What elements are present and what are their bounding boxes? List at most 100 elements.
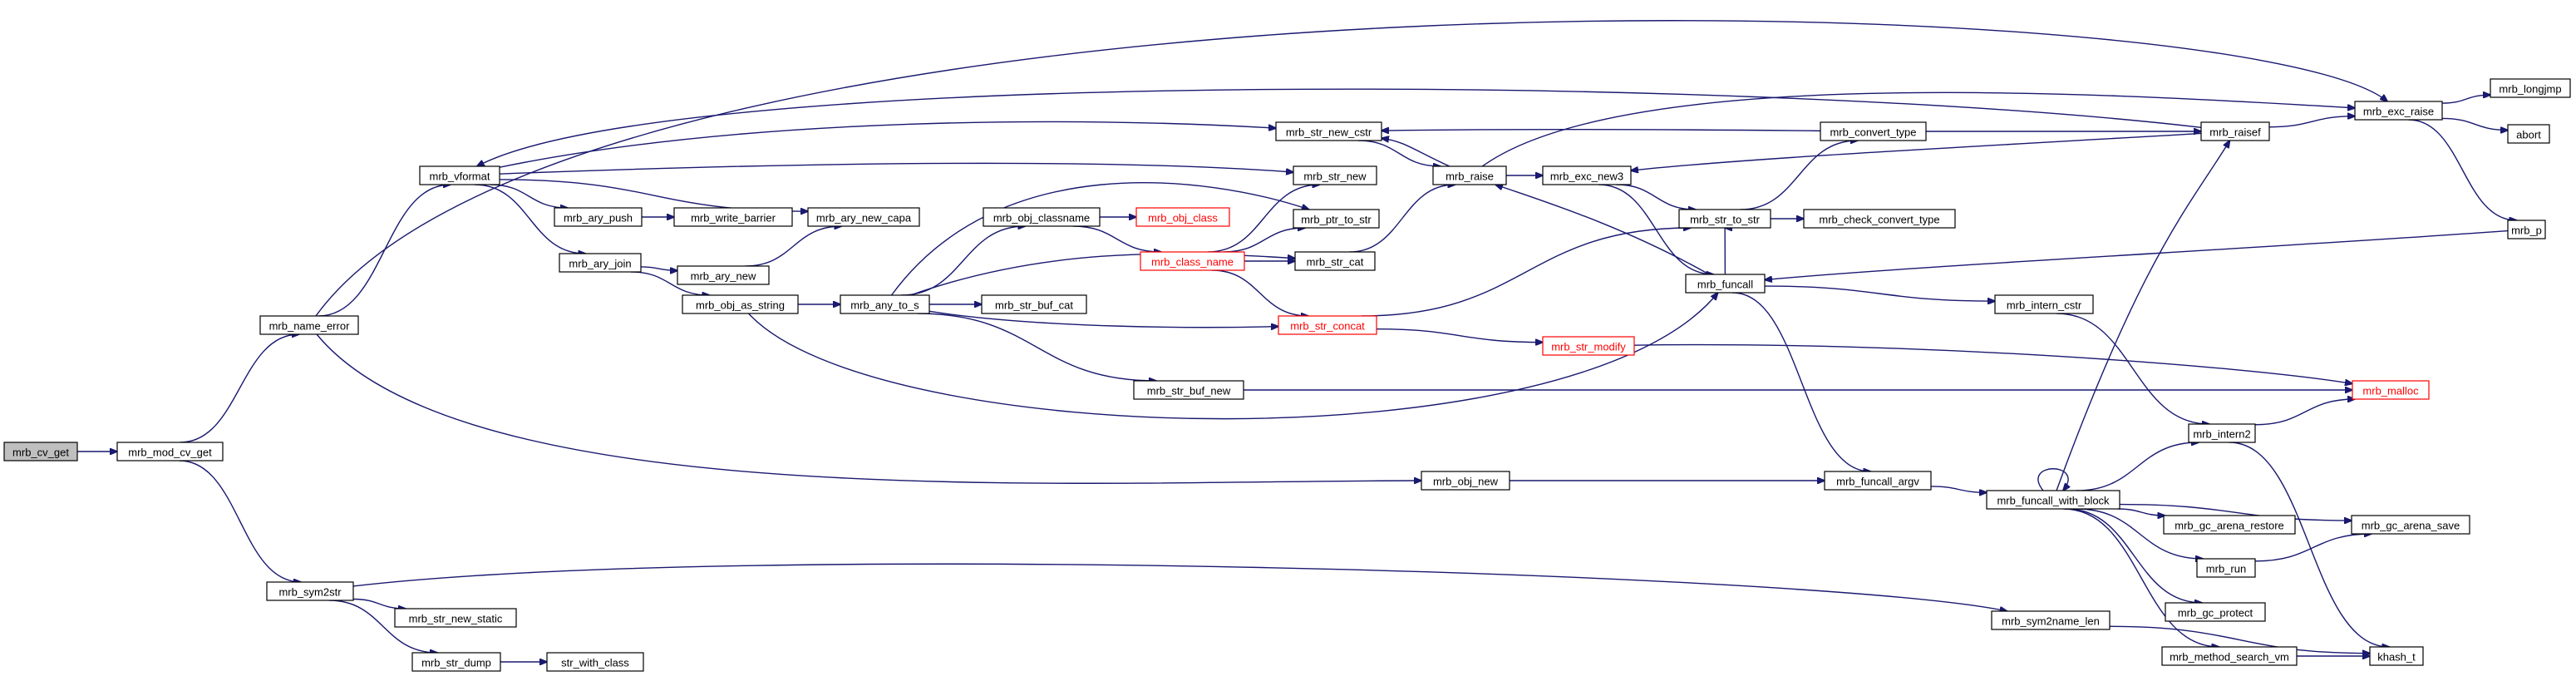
node-box [419,165,500,185]
edge-mrb_any_to_s-to-mrb_ptr_to_str [890,182,1309,296]
node-khash_t[interactable]: khash_t [2369,646,2424,666]
node-mrb_ary_push[interactable]: mrb_ary_push [554,207,643,227]
node-box [1820,121,1927,141]
node-label: mrb_ptr_to_str [1301,214,1372,226]
edge-mrb_funcall_argv-to-mrb_funcall_with_block [1930,486,1987,492]
node-mrb_convert_type[interactable]: mrb_convert_type [1820,121,1927,141]
node-mrb_ary_new[interactable]: mrb_ary_new [677,265,770,285]
node-mrb_obj_as_string[interactable]: mrb_obj_as_string [682,294,799,314]
node-label: mrb_intern2 [2193,428,2250,441]
node-label: mrb_str_to_str [1690,214,1760,226]
node-mrb_mod_cv_get[interactable]: mrb_mod_cv_get [116,442,224,461]
edge-mrb_funcall_with_block-to-mrb_run [2076,508,2203,559]
node-mrb_intern2[interactable]: mrb_intern2 [2188,423,2256,443]
node-label: mrb_exc_raise [2363,106,2434,118]
node-label: mrb_mod_cv_get [128,447,212,459]
node-box [2200,121,2270,141]
edge-mrb_raisef-to-mrb_exc_new3 [1631,132,2202,170]
node-mrb_funcall_argv[interactable]: mrb_funcall_argv [1824,471,1932,491]
node-mrb_raisef[interactable]: mrb_raisef [2200,121,2270,141]
node-box [2188,423,2256,443]
node-box [2351,515,2470,535]
node-mrb_funcall_with_block[interactable]: mrb_funcall_with_block [1986,490,2120,510]
node-mrb_str_new[interactable]: mrb_str_new [1293,165,1377,185]
node-label: mrb_p [2511,225,2542,237]
node-mrb_str_dump[interactable]: mrb_str_dump [411,652,501,672]
node-box [546,652,644,672]
node-mrb_write_barrier[interactable]: mrb_write_barrier [673,207,793,227]
edge-mrb_intern2-to-khash_t [2229,442,2390,647]
node-box [2352,380,2430,400]
node-mrb_sym2str[interactable]: mrb_sym2str [266,581,354,601]
node-mrb_sym2name_len[interactable]: mrb_sym2name_len [1991,610,2111,630]
node-box [3,442,78,461]
node-mrb_gc_arena_restore[interactable]: mrb_gc_arena_restore [2163,515,2296,535]
edge-mrb_class_name-to-mrb_str_concat [1211,269,1308,316]
node-mrb_run[interactable]: mrb_run [2196,558,2256,578]
node-mrb_ary_new_capa[interactable]: mrb_ary_new_capa [807,207,920,227]
node-mrb_name_error[interactable]: mrb_name_error [259,315,359,335]
node-mrb_ary_join[interactable]: mrb_ary_join [559,253,642,273]
node-label: mrb_gc_arena_save [2362,520,2460,532]
node-mrb_funcall[interactable]: mrb_funcall [1685,274,1766,294]
node-box [2507,124,2550,144]
node-mrb_gc_protect[interactable]: mrb_gc_protect [2165,602,2266,622]
node-label: mrb_cv_get [12,447,69,459]
node-label: mrb_obj_as_string [696,299,785,312]
node-box [682,294,799,314]
edge-mrb_convert_type-to-mrb_str_new_cstr [1382,130,1821,131]
node-mrb_str_new_cstr[interactable]: mrb_str_new_cstr [1275,121,1382,141]
edge-mrb_exc_new3-to-mrb_funcall [1598,184,1713,274]
node-mrb_check_convert_type[interactable]: mrb_check_convert_type [1803,209,1956,229]
edge-mrb_raisef-to-mrb_vformat [477,88,2202,166]
node-mrb_gc_arena_save[interactable]: mrb_gc_arena_save [2351,515,2470,535]
edge-mrb_vformat-to-mrb_ary_new_capa [499,179,808,211]
node-box [394,608,517,628]
node-mrb_str_concat[interactable]: mrb_str_concat [1278,315,1377,335]
edge-mrb_vformat-to-mrb_str_new [499,162,1293,174]
node-mrb_ptr_to_str[interactable]: mrb_ptr_to_str [1293,209,1380,229]
node-mrb_malloc[interactable]: mrb_malloc [2352,380,2430,400]
edge-mrb_ary_join-to-mrb_obj_as_string [631,271,709,295]
edge-mrb_mod_cv_get-to-mrb_sym2str [179,460,301,582]
node-abort[interactable]: abort [2507,124,2550,144]
node-mrb_intern_cstr[interactable]: mrb_intern_cstr [1994,294,2094,314]
node-mrb_obj_classname[interactable]: mrb_obj_classname [983,207,1101,227]
node-mrb_raise[interactable]: mrb_raise [1432,165,1507,185]
edge-mrb_obj_classname-to-mrb_class_name [1072,225,1161,252]
node-mrb_longjmp[interactable]: mrb_longjmp [2490,78,2571,98]
node-label: mrb_raise [1446,170,1494,183]
node-str_with_class[interactable]: str_with_class [546,652,644,672]
node-mrb_str_modify[interactable]: mrb_str_modify [1542,336,1635,356]
node-mrb_obj_class[interactable]: mrb_obj_class [1135,207,1230,227]
node-mrb_class_name[interactable]: mrb_class_name [1140,251,1245,271]
node-mrb_str_to_str[interactable]: mrb_str_to_str [1678,209,1771,229]
edge-mrb_sym2str-to-mrb_str_new_static [352,598,406,609]
node-label: mrb_str_dump [421,657,491,669]
node-mrb_p[interactable]: mrb_p [2507,220,2546,239]
node-box [677,265,770,285]
node-mrb_exc_raise[interactable]: mrb_exc_raise [2354,101,2443,121]
edge-mrb_class_name-to-mrb_str_new [1207,185,1320,253]
node-label: mrb_str_new_static [409,613,503,625]
node-mrb_any_to_s[interactable]: mrb_any_to_s [840,294,930,314]
node-label: abort [2516,129,2541,141]
node-box [807,207,920,227]
node-label: mrb_sym2name_len [2002,615,2100,628]
node-mrb_exc_new3[interactable]: mrb_exc_new3 [1542,165,1632,185]
node-box [2507,220,2546,239]
node-mrb_obj_new[interactable]: mrb_obj_new [1421,471,1510,491]
edge-mrb_exc_raise-to-mrb_p [2408,119,2516,220]
edge-mrb_mod_cv_get-to-mrb_name_error [180,334,299,443]
node-box [554,207,643,227]
node-mrb_cv_get[interactable]: mrb_cv_get [3,442,78,461]
node-box [1678,209,1771,229]
node-mrb_str_cat[interactable]: mrb_str_cat [1294,251,1376,271]
node-mrb_vformat[interactable]: mrb_vformat [419,165,500,185]
node-mrb_method_search_vm[interactable]: mrb_method_search_vm [2161,646,2298,666]
node-mrb_str_buf_new[interactable]: mrb_str_buf_new [1133,380,1244,400]
node-label: mrb_str_modify [1551,341,1626,353]
node-mrb_str_new_static[interactable]: mrb_str_new_static [394,608,517,628]
node-mrb_str_buf_cat[interactable]: mrb_str_buf_cat [981,294,1087,314]
edge-mrb_funcall-to-mrb_raise [1495,185,1710,275]
